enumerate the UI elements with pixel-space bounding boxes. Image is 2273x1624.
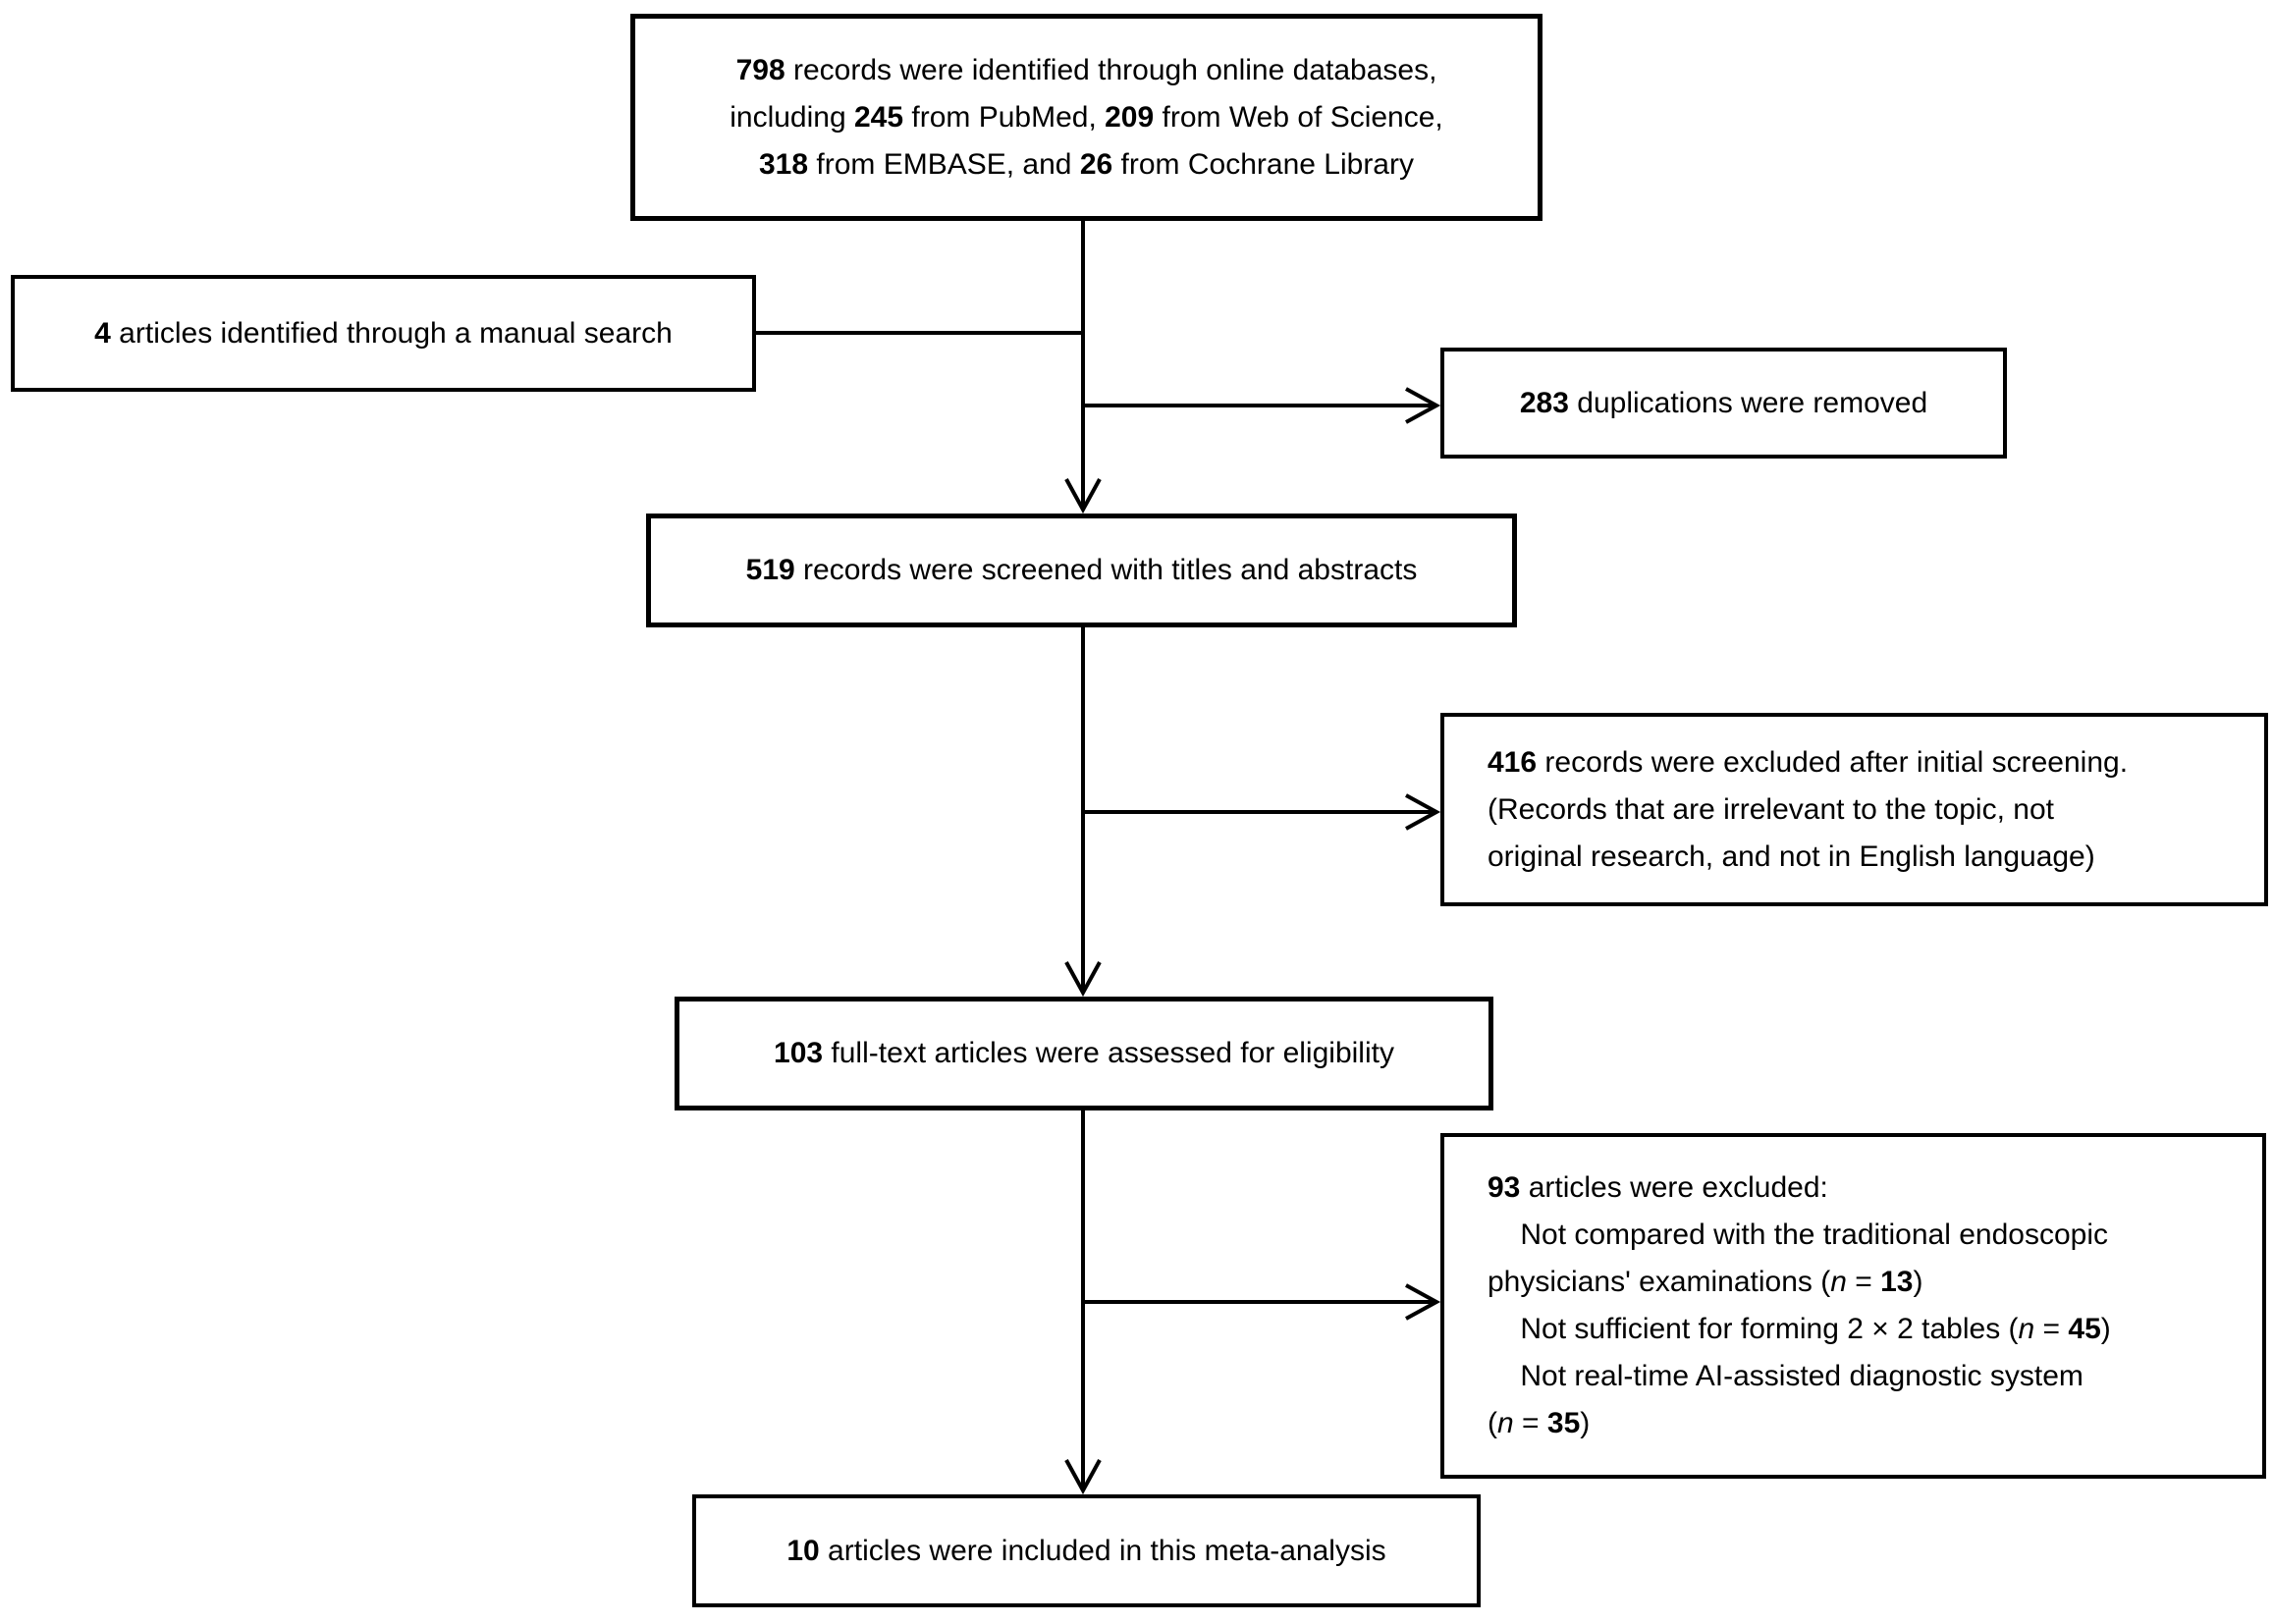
fulltext-assessed-line: 103 full-text articles were assessed for… [774, 1037, 1394, 1069]
articles-excluded-line-3: physicians' examinations (n = 13) [1488, 1266, 1923, 1298]
box-records-screened: 519 records were screened with titles an… [646, 514, 1517, 627]
box-excluded-initial-screening: 416 records were excluded after initial … [1440, 713, 2268, 906]
arrowhead-down-included [1064, 1459, 1102, 1495]
records-screened-line: 519 records were screened with titles an… [745, 554, 1418, 586]
records-identified-line-2: including 245 from PubMed, 209 from Web … [730, 100, 1443, 134]
box-included-meta-analysis: 10 articles were included in this meta-a… [692, 1494, 1481, 1607]
box-manual-search: 4 articles identified through a manual s… [11, 275, 756, 392]
manual-search-line: 4 articles identified through a manual s… [94, 316, 673, 350]
articles-excluded-line-6: (n = 35) [1488, 1407, 1591, 1439]
duplications-removed-line: 283 duplications were removed [1519, 386, 1928, 419]
articles-excluded-line-1: 93 articles were excluded: [1488, 1171, 1828, 1204]
arrowhead-right-duplications [1405, 387, 1441, 424]
arrowhead-right-excluded-screening [1405, 793, 1441, 831]
arrowhead-right-excluded-fulltext [1405, 1283, 1441, 1321]
records-identified-line-3: 318 from EMBASE, and 26 from Cochrane Li… [758, 147, 1414, 181]
arrowhead-down-fulltext [1064, 961, 1102, 998]
arrowhead-down-screened [1064, 478, 1102, 514]
articles-excluded-line-5: Not real-time AI-assisted diagnostic sys… [1488, 1360, 2084, 1392]
articles-excluded-line-4: Not sufficient for forming 2 × 2 tables … [1488, 1313, 2111, 1345]
articles-excluded-line-2: Not compared with the traditional endosc… [1488, 1218, 2109, 1251]
excluded-screening-line-2: (Records that are irrelevant to the topi… [1488, 792, 2054, 826]
excluded-screening-line-3: original research, and not in English la… [1488, 839, 2095, 873]
included-meta-analysis-line: 10 articles were included in this meta-a… [786, 1534, 1386, 1567]
box-records-identified: 798 records were identified through onli… [630, 14, 1542, 221]
box-articles-excluded: 93 articles were excluded: Not compared … [1440, 1133, 2266, 1479]
box-duplications-removed: 283 duplications were removed [1440, 348, 2007, 459]
records-identified-line-1: 798 records were identified through onli… [735, 53, 1437, 86]
excluded-screening-line-1: 416 records were excluded after initial … [1488, 745, 2129, 779]
box-fulltext-assessed: 103 full-text articles were assessed for… [675, 997, 1493, 1110]
